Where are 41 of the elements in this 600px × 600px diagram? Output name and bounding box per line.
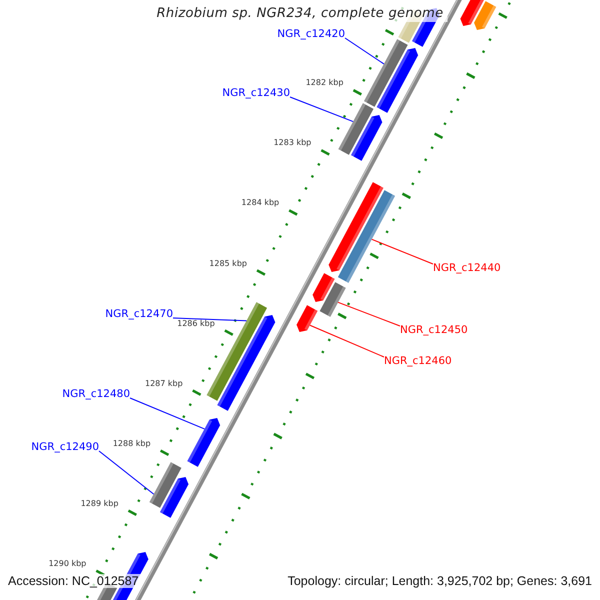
gene-bar [320,282,346,317]
gene-label: NGR_c12430 [222,87,290,99]
gene-bar [338,103,374,155]
scale-label: 1288 kbp [112,438,151,448]
leader-line [130,398,205,430]
gene-shape [328,182,384,272]
leader-line [344,38,384,64]
scale-label: 1289 kbp [80,498,118,508]
scale-label: 1287 kbp [144,378,183,388]
scale-label: 1286 kbp [177,318,215,328]
gene-label: NGR_c12480 [62,388,130,400]
leader-line [172,318,247,322]
gene-shape [460,0,486,26]
leader-line [309,324,384,358]
leader-line [371,238,434,264]
gene-bar [364,39,408,107]
gene-label: NGR_c12470 [105,308,173,320]
gene-shape [351,115,382,161]
gene-label: NGR_c12460 [384,355,452,367]
gene-shape [474,1,496,30]
gene-shape [296,305,318,332]
gene-shape [312,273,335,302]
gene-shape [160,477,189,518]
gene-label: NGR_c12420 [277,28,345,40]
gene-shape [376,48,418,113]
gene-bar [338,190,396,283]
leader-line [290,96,354,122]
footer-text: Topology: circular; Length: 3,925,702 bp; Genes: 3,691 [286,574,594,588]
gene-label: NGR_c12440 [433,262,501,274]
scale-label: 1285 kbp [209,258,247,268]
scale-label: 1282 kbp [306,78,344,88]
scale-label: 1290 kbp [48,558,86,568]
scale-label: 1284 kbp [241,198,280,208]
gene-label: NGR_c12450 [400,324,468,336]
scale-label: 1283 kbp [274,138,312,148]
gene-shape [217,315,276,411]
gene-label: NGR_c12490 [31,441,99,453]
leader-line [338,302,400,326]
gene-shape [187,418,220,467]
gene-bar [149,462,182,508]
leader-line [98,450,154,495]
